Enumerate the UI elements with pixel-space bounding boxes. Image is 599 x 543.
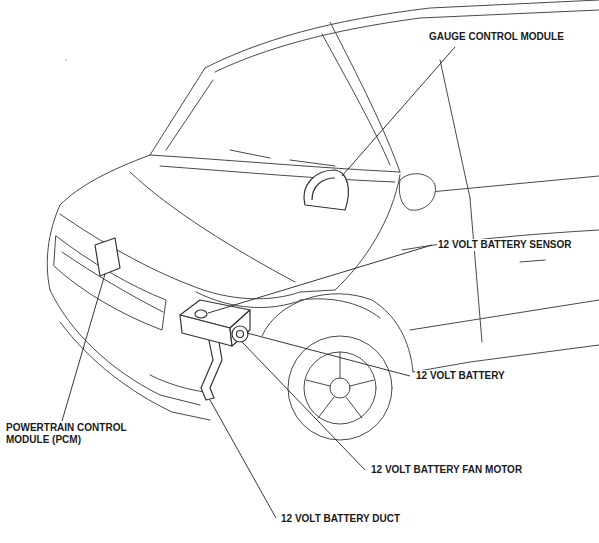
part-label: GAUGE CONTROL MODULE bbox=[428, 31, 565, 43]
leader-line bbox=[62, 274, 105, 421]
fan-motor-shape bbox=[232, 326, 248, 342]
part-label: 12 VOLT BATTERY bbox=[415, 370, 506, 382]
leader-line bbox=[208, 245, 432, 313]
part-label: 12 VOLT BATTERY FAN MOTOR bbox=[370, 464, 523, 476]
components bbox=[95, 170, 348, 400]
car-body bbox=[47, 0, 599, 440]
leader-line bbox=[242, 342, 365, 470]
part-label: 12 VOLT BATTERY DUCT bbox=[280, 513, 401, 525]
leader-line bbox=[247, 333, 410, 376]
leader-lines bbox=[62, 47, 455, 518]
pcm-shape bbox=[95, 238, 120, 276]
gauge-control-module-shape bbox=[304, 170, 348, 210]
part-label: POWERTRAIN CONTROL MODULE (PCM) bbox=[5, 422, 147, 446]
part-label: 12 VOLT BATTERY SENSOR bbox=[437, 239, 573, 251]
battery-duct-shape bbox=[201, 336, 222, 400]
leader-line bbox=[342, 47, 455, 176]
leader-line bbox=[210, 400, 276, 518]
battery-sensor-shape bbox=[195, 310, 207, 318]
